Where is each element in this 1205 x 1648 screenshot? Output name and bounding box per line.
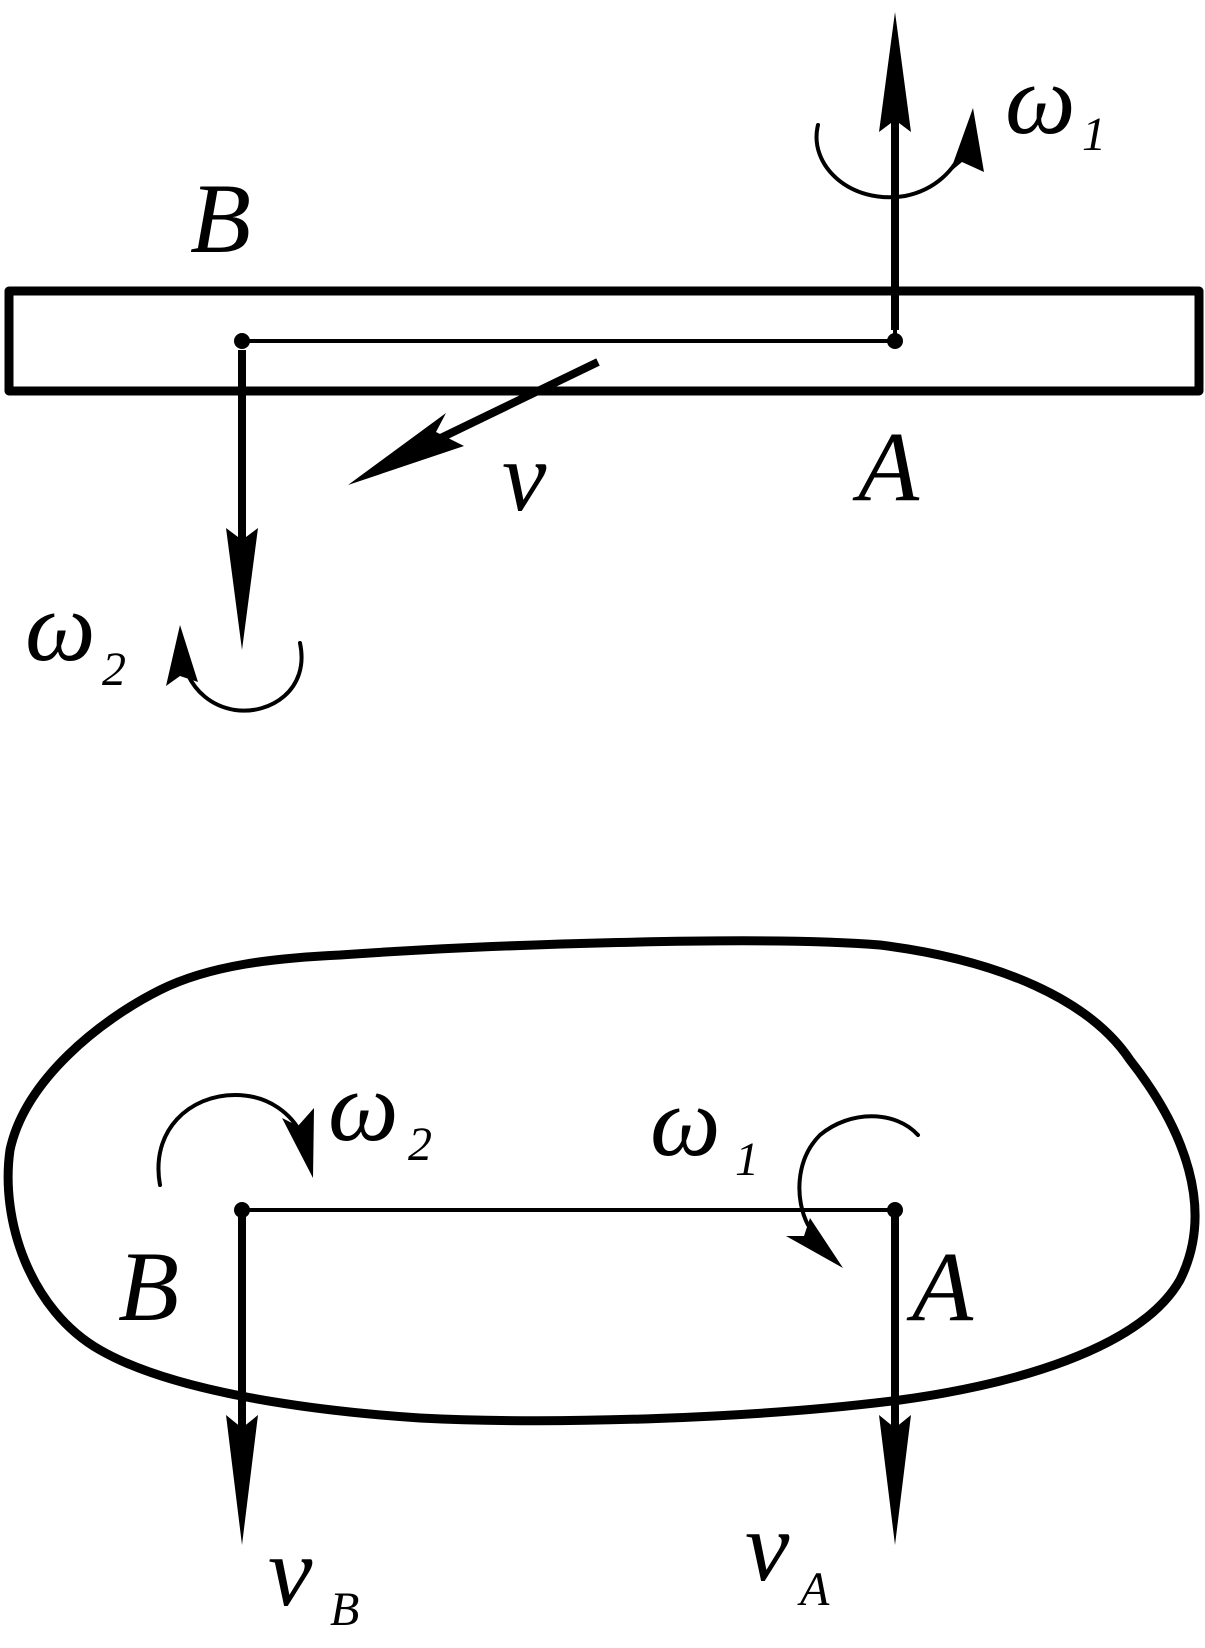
bottom-figure: B A ω 2 ω 1 v B v A (3, 936, 1200, 1636)
svg-text:A: A (797, 1563, 830, 1616)
svg-text:1: 1 (735, 1133, 759, 1186)
top-point-A-dot (887, 333, 903, 349)
top-label-A: A (852, 411, 920, 522)
top-label-v: v (502, 421, 547, 532)
top-velocity-arrowhead (348, 413, 464, 485)
bottom-label-B: B (118, 1231, 179, 1342)
top-point-B-dot (234, 333, 250, 349)
bottom-vB-arrowhead (226, 1415, 258, 1545)
bottom-omega1-rotation-arrowhead (786, 1218, 843, 1268)
bottom-omega2-rotation-arc (156, 1092, 304, 1187)
svg-text:1: 1 (1082, 108, 1106, 161)
bottom-label-A: A (906, 1231, 974, 1342)
bottom-label-vB: v B (268, 1516, 359, 1636)
svg-text:ω: ω (328, 1051, 399, 1162)
top-figure: B A v ω 1 ω 2 (4, 12, 1204, 713)
top-label-omega1: ω 1 (1005, 44, 1106, 161)
bottom-label-omega2: ω 2 (328, 1051, 432, 1171)
svg-text:v: v (268, 1516, 313, 1627)
bottom-point-B-dot (234, 1202, 250, 1218)
top-label-omega2: ω 2 (25, 571, 126, 696)
top-omega2-arrowhead (226, 528, 258, 650)
top-omega1-arrowhead (879, 12, 911, 132)
bottom-label-omega1: ω 1 (650, 1066, 759, 1186)
top-velocity-shaft (418, 358, 600, 452)
bottom-omega1-rotation-arc (797, 1114, 920, 1227)
bottom-vA-arrowhead (879, 1415, 911, 1545)
bottom-omega2-rotation-arrowhead (282, 1108, 314, 1178)
top-rod (4, 286, 1204, 396)
svg-text:ω: ω (25, 571, 96, 682)
svg-text:ω: ω (1005, 44, 1076, 155)
bottom-rigid-body-outline (3, 936, 1200, 1426)
svg-text:2: 2 (102, 643, 126, 696)
bottom-point-A-dot (887, 1202, 903, 1218)
top-label-B: B (190, 163, 251, 274)
svg-text:2: 2 (408, 1118, 432, 1171)
svg-text:ω: ω (650, 1066, 721, 1177)
svg-text:v: v (745, 1491, 790, 1602)
top-link-line (240, 304, 897, 343)
top-omega2-rotation-arc (186, 641, 304, 713)
svg-text:B: B (330, 1583, 359, 1636)
top-omega1-rotation-arrowhead (950, 108, 984, 172)
bottom-label-vA: v A (745, 1491, 830, 1616)
top-omega1-rotation-arc (814, 123, 965, 200)
top-omega2-rotation-arrowhead (166, 625, 198, 686)
